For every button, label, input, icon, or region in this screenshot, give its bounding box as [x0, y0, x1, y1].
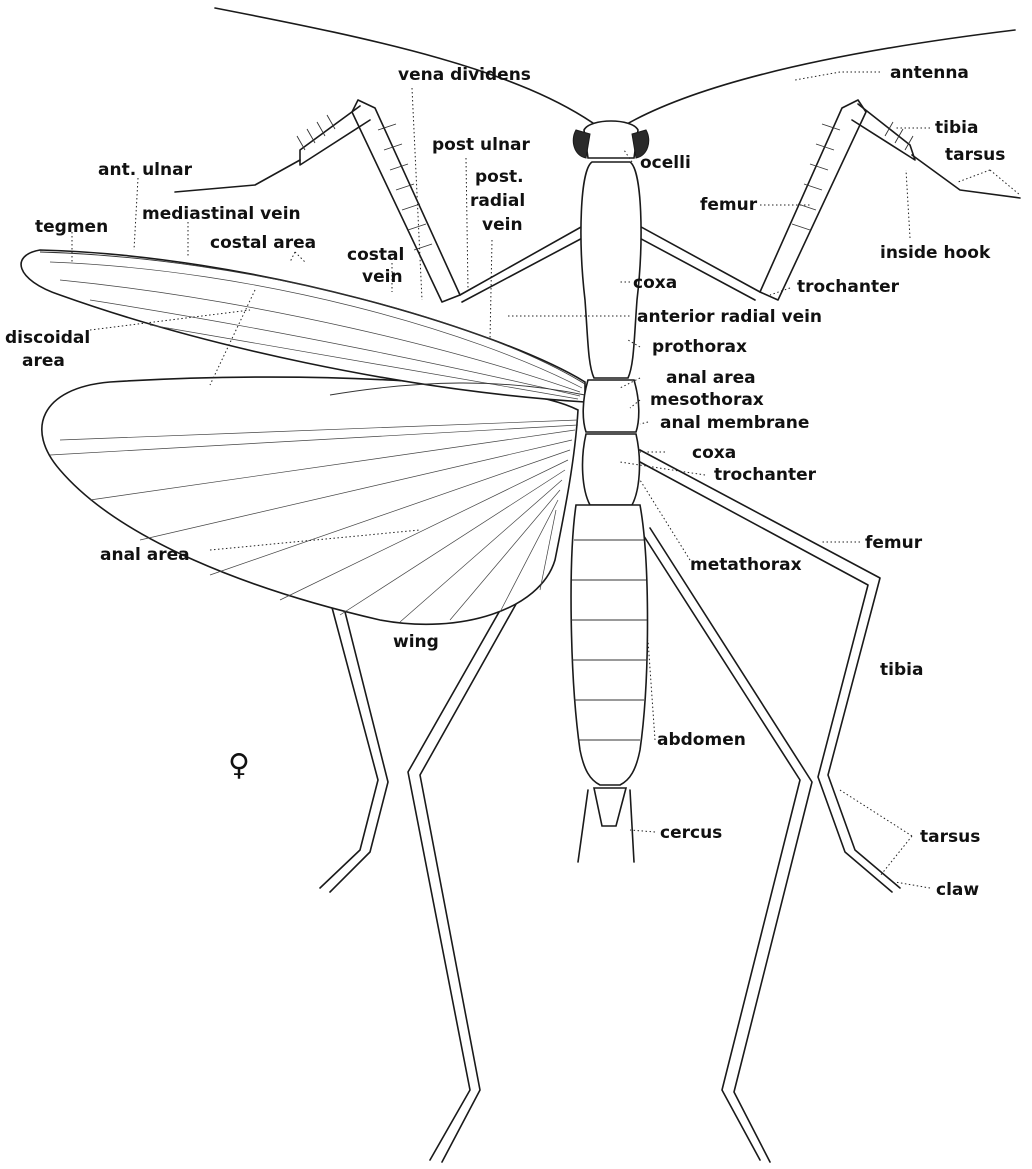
label-post-ulnar: post ulnar [432, 135, 531, 155]
label-discoidal-2: area [22, 351, 65, 371]
label-post-radial-3: vein [482, 215, 523, 235]
metathorax-shape [583, 434, 640, 505]
prothorax-shape [581, 162, 641, 378]
female-symbol: ♀ [228, 748, 250, 783]
label-tegmen: tegmen [35, 217, 108, 237]
label-mediastinal-vein: mediastinal vein [142, 204, 301, 224]
abdomen-shape [571, 505, 647, 785]
label-abdomen: abdomen [657, 730, 746, 750]
label-anal-area-wing: anal area [100, 545, 190, 565]
label-coxa-hind: coxa [692, 443, 736, 463]
body [571, 121, 649, 862]
label-antenna: antenna [890, 63, 969, 83]
hind-wing [42, 377, 578, 624]
label-ocelli: ocelli [640, 153, 691, 173]
label-trochanter-fore: trochanter [797, 277, 900, 297]
label-costal-vein-1: costal [347, 245, 404, 265]
label-costal-vein-2: vein [362, 267, 403, 287]
label-femur-hind: femur [865, 533, 923, 553]
label-coxa-fore: coxa [633, 273, 677, 293]
label-anterior-radial-vein: anterior radial vein [637, 307, 822, 327]
label-anal-membrane: anal membrane [660, 413, 809, 433]
label-inside-hook: inside hook [880, 243, 991, 263]
label-costal-area: costal area [210, 233, 316, 253]
label-femur-fore: femur [700, 195, 758, 215]
label-claw: claw [936, 880, 979, 900]
label-post-radial-2: radial [470, 191, 525, 211]
head [584, 121, 638, 158]
label-cercus: cercus [660, 823, 722, 843]
label-wing: wing [393, 632, 439, 652]
label-metathorax: metathorax [690, 555, 802, 575]
label-prothorax: prothorax [652, 337, 747, 357]
label-ant-ulnar: ant. ulnar [98, 160, 193, 180]
label-discoidal-1: discoidal [5, 328, 90, 348]
label-vena-dividens: vena dividens [398, 65, 531, 85]
label-tibia-fore: tibia [935, 118, 978, 138]
label-tarsus-fore: tarsus [945, 145, 1005, 165]
label-anal-area-tegmen: anal area [666, 368, 756, 388]
label-post-radial-1: post. [475, 167, 524, 187]
label-mesothorax: mesothorax [650, 390, 764, 410]
label-trochanter-hind: trochanter [714, 465, 817, 485]
label-tibia-hind: tibia [880, 660, 923, 680]
label-tarsus-hind: tarsus [920, 827, 980, 847]
mesothorax-shape [583, 380, 639, 432]
